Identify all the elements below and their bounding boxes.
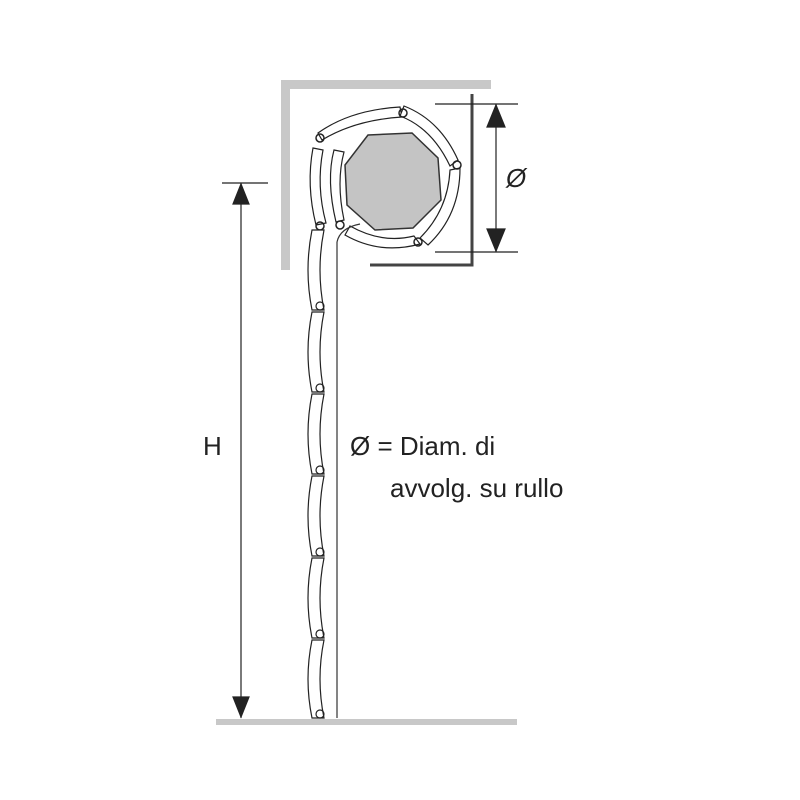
slat [307, 229, 325, 311]
legend-line-2: avvolg. su rullo [390, 473, 564, 503]
guide-bracket [370, 94, 474, 267]
slat [307, 639, 325, 719]
slat-hook [315, 547, 325, 557]
floor-line [216, 719, 517, 725]
slat-hook [315, 465, 325, 475]
slat [307, 475, 325, 557]
diameter-dimension [435, 103, 518, 253]
wound-slats [309, 105, 461, 249]
height-label: H [203, 431, 222, 461]
curtain-curve [336, 223, 361, 243]
slat [307, 311, 325, 393]
slat-hook [315, 629, 325, 639]
diameter-symbol-label: Ø [506, 163, 527, 193]
slat [307, 557, 325, 639]
slat-hook [315, 383, 325, 393]
roller-octagon [344, 132, 442, 231]
legend-line-1: Ø = Diam. di [350, 431, 496, 461]
height-dimension [222, 182, 268, 719]
hanging-slats [307, 229, 325, 719]
housing-frame [281, 80, 491, 270]
slat-hooks [315, 108, 462, 247]
slat-hook [315, 709, 325, 719]
slat [307, 393, 325, 475]
slat-hook [315, 301, 325, 311]
